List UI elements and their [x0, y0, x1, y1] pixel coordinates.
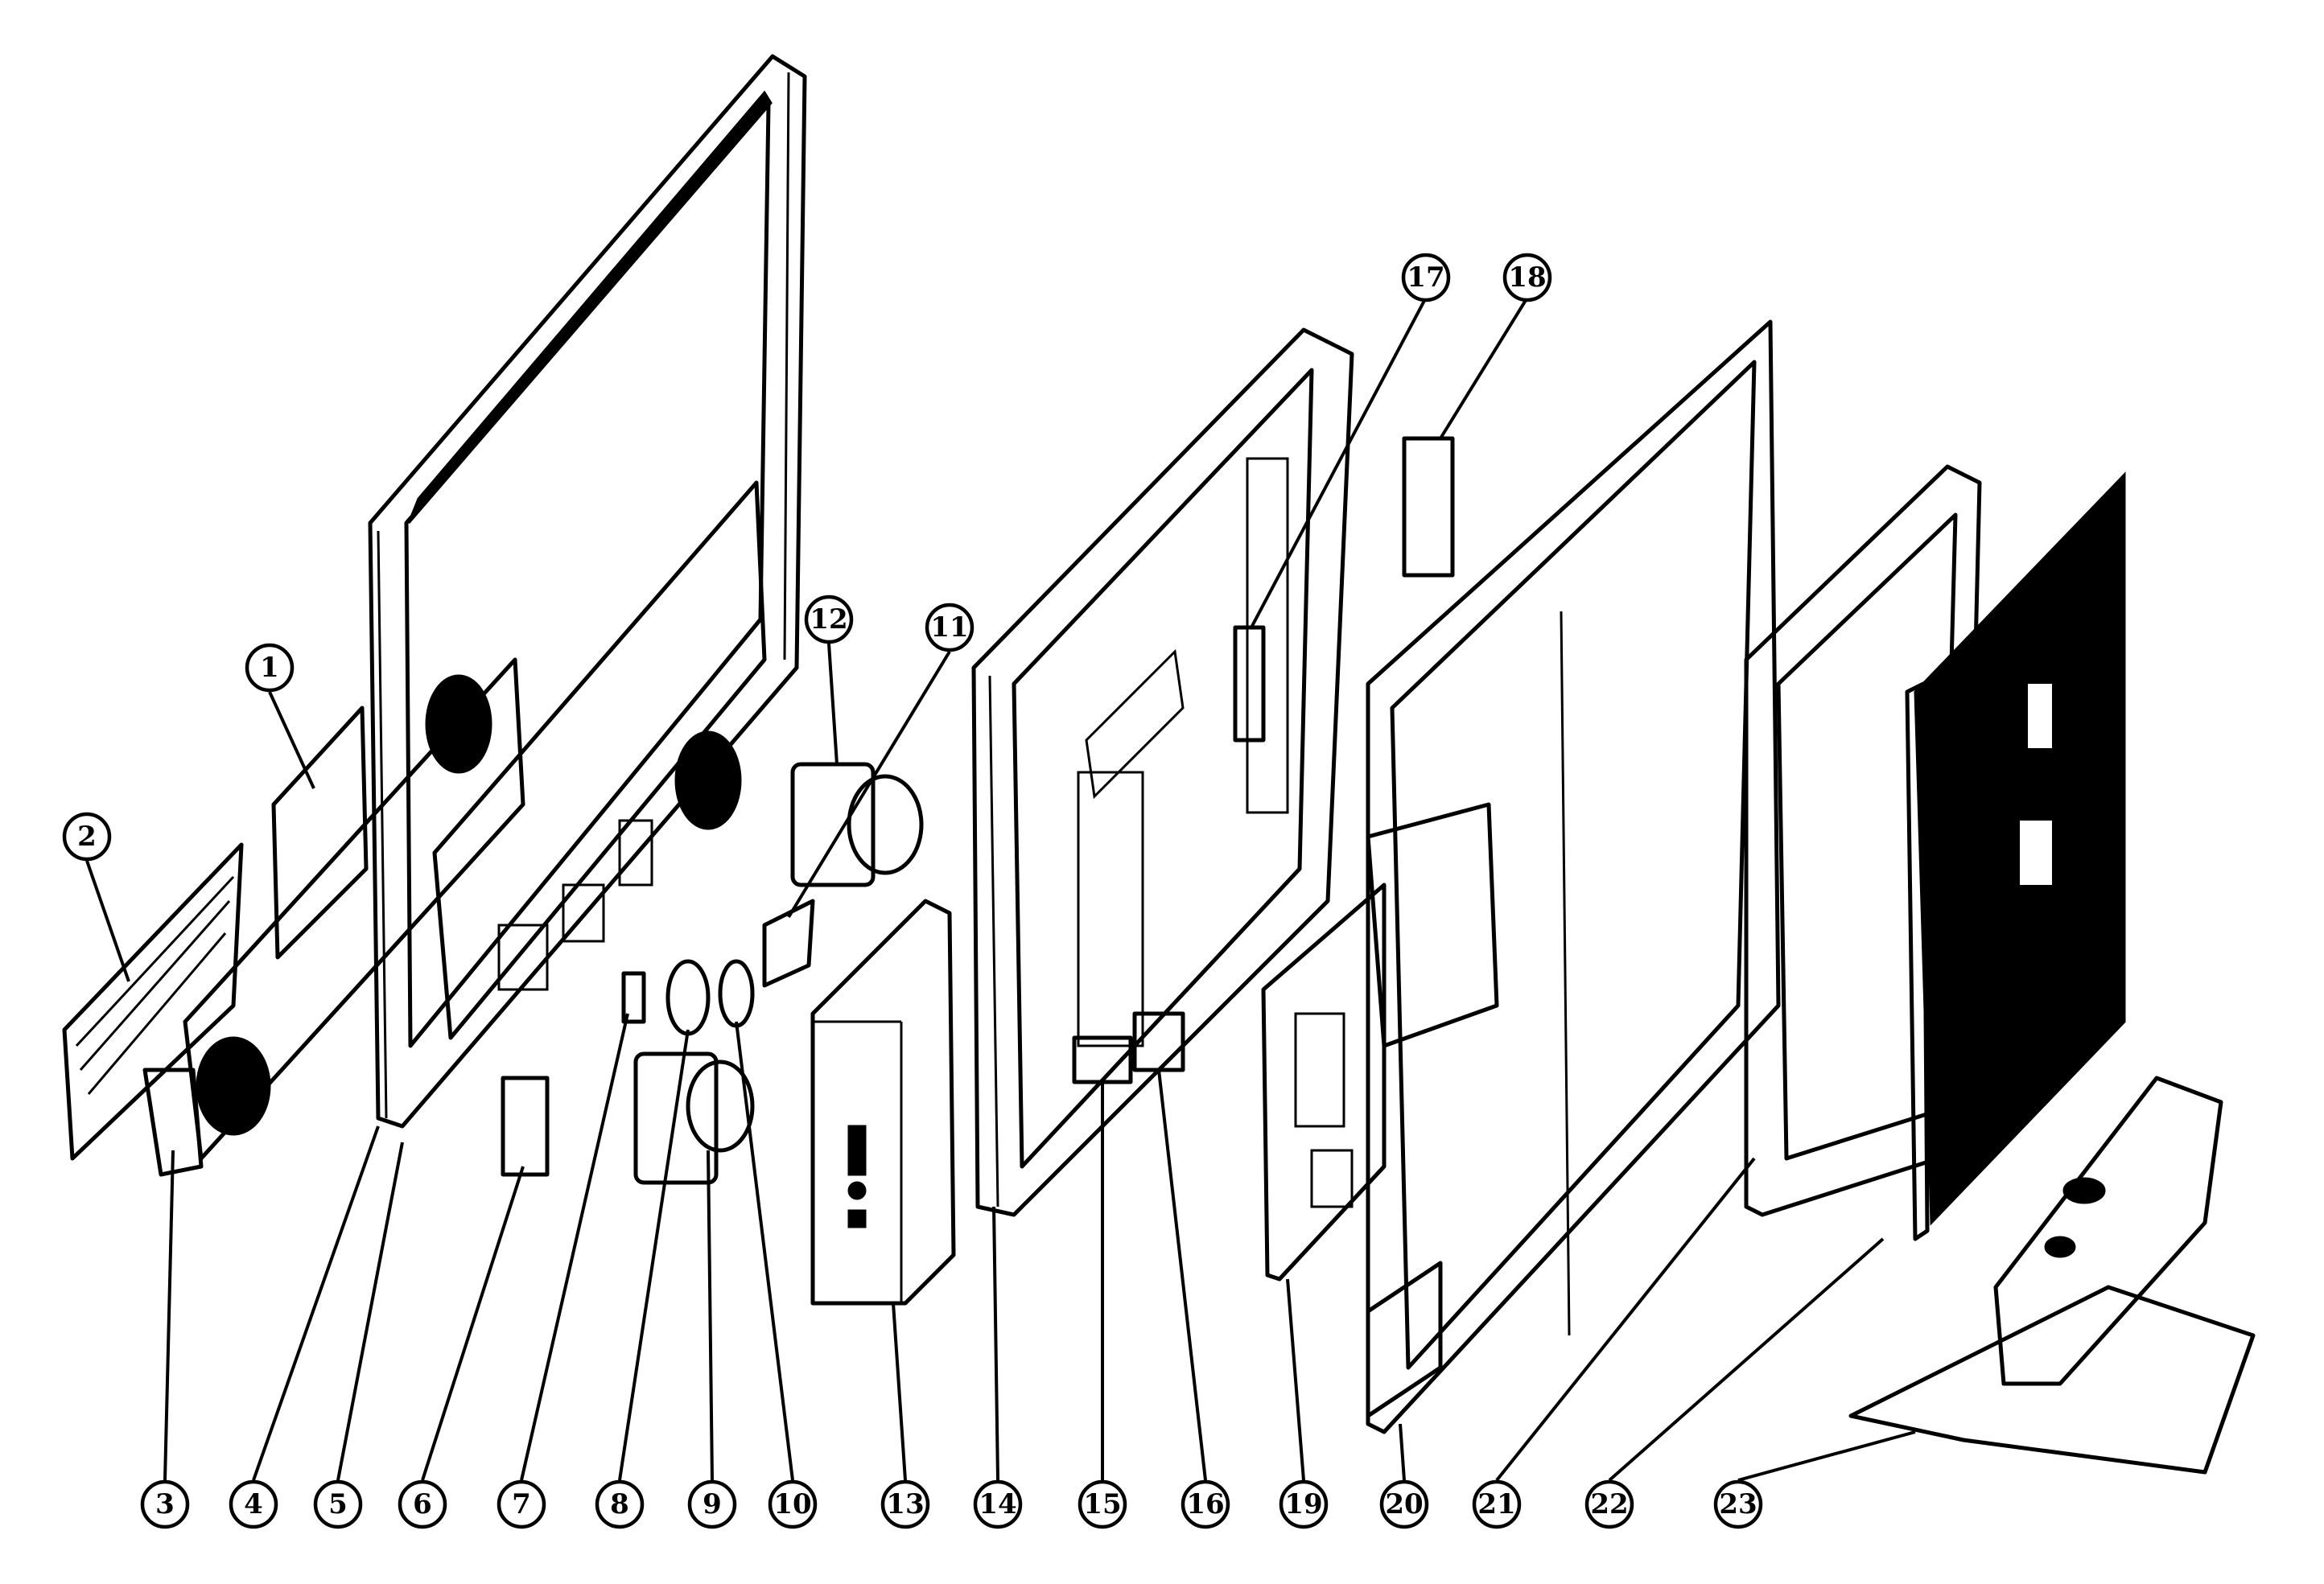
middle-chassis-14: [971, 327, 1354, 1217]
callout-circle: [1401, 253, 1451, 302]
drive-13: [810, 899, 956, 1306]
callout-5: 5: [313, 1479, 363, 1529]
callout-circle: [140, 1479, 190, 1529]
stand-23: [1848, 1076, 2256, 1475]
callout-number: 21: [1477, 1488, 1515, 1520]
callout-7: 7: [497, 1479, 546, 1529]
callout-number: 1: [260, 652, 279, 684]
callout-number: 11: [930, 611, 968, 644]
callout-number: 13: [886, 1488, 924, 1520]
callout-20: 20: [1379, 1479, 1429, 1529]
callout-number: 14: [979, 1488, 1016, 1520]
callout-number: 19: [1284, 1488, 1322, 1520]
callout-number: 17: [1407, 261, 1444, 294]
callout-14: 14: [973, 1479, 1023, 1529]
callout-number: 3: [155, 1488, 175, 1520]
speaker-12: [790, 762, 924, 887]
callout-circle: [497, 1479, 546, 1529]
lcd-panel-22: [1905, 471, 2126, 1241]
callout-3: 3: [140, 1479, 190, 1529]
callout-number: 16: [1186, 1488, 1224, 1520]
callout-number: 15: [1083, 1488, 1121, 1520]
callout-22: 22: [1584, 1479, 1634, 1529]
callout-number: 7: [512, 1488, 531, 1520]
board-19: [1261, 883, 1387, 1282]
callout-circle: [1502, 253, 1552, 302]
callout-circle: [229, 1479, 278, 1529]
callout-circle: [313, 1479, 363, 1529]
small-bracket-6: [501, 1076, 550, 1177]
callout-17: 17: [1401, 253, 1451, 302]
callout-circle: [804, 595, 854, 644]
callout-circle: [62, 812, 112, 862]
speaker-parts: [621, 899, 815, 1185]
callout-number: 2: [77, 821, 97, 853]
callout-circle: [1713, 1479, 1763, 1529]
callout-circle: [1181, 1479, 1230, 1529]
callout-circle: [768, 1479, 818, 1529]
callout-6: 6: [398, 1479, 447, 1529]
callout-circle: [925, 603, 975, 652]
callout-18: 18: [1502, 253, 1552, 302]
callout-23: 23: [1713, 1479, 1763, 1529]
callout-4: 4: [229, 1479, 278, 1529]
callout-2: 2: [62, 812, 112, 862]
callout-number: 20: [1385, 1488, 1423, 1520]
leader-lines: [85, 296, 1916, 1482]
callout-circle: [595, 1479, 645, 1529]
callout-number: 8: [610, 1488, 629, 1520]
callout-circle: [880, 1479, 930, 1529]
callout-number: 18: [1508, 261, 1546, 294]
callout-8: 8: [595, 1479, 645, 1529]
callout-number: 10: [773, 1488, 811, 1520]
back-cover-20: [1366, 319, 1781, 1434]
strip-17: [1233, 625, 1266, 743]
callout-number: 9: [703, 1488, 722, 1520]
callout-circle: [973, 1479, 1023, 1529]
callout-10: 10: [768, 1479, 818, 1529]
callout-number: 4: [244, 1488, 263, 1520]
callout-number: 22: [1590, 1488, 1628, 1520]
side-panels: [62, 480, 767, 1177]
callout-19: 19: [1279, 1479, 1329, 1529]
callout-number: 12: [810, 603, 847, 636]
callout-number: 6: [413, 1488, 432, 1520]
callout-circle: [398, 1479, 447, 1529]
callout-circle: [245, 643, 295, 693]
callout-circle: [1584, 1479, 1634, 1529]
callout-number: 5: [328, 1488, 348, 1520]
callout-number: 23: [1719, 1488, 1757, 1520]
callout-15: 15: [1078, 1479, 1127, 1529]
callout-9: 9: [687, 1479, 737, 1529]
callout-21: 21: [1472, 1479, 1522, 1529]
callout-12: 12: [804, 595, 854, 644]
callout-circle: [687, 1479, 737, 1529]
bracket-18: [1402, 436, 1455, 578]
callout-16: 16: [1181, 1479, 1230, 1529]
callout-1: 1: [245, 643, 295, 693]
callout-circle: [1078, 1479, 1127, 1529]
callout-circle: [1379, 1479, 1429, 1529]
callout-11: 11: [925, 603, 975, 652]
front-bezel: [368, 54, 807, 1129]
callout-circle: [1472, 1479, 1522, 1529]
callout-13: 13: [880, 1479, 930, 1529]
callout-circle: [1279, 1479, 1329, 1529]
